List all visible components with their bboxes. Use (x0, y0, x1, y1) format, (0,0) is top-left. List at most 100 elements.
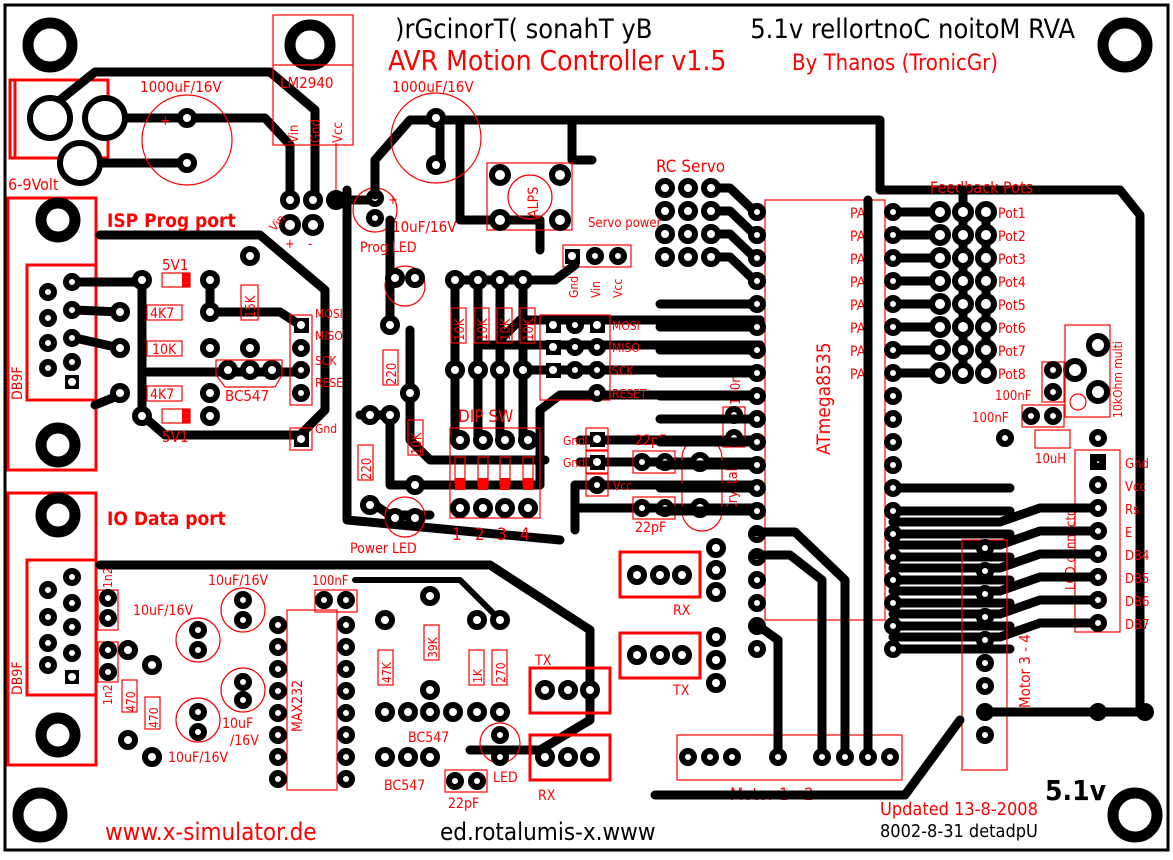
pot-pin (975, 362, 997, 384)
mcu-pin (748, 571, 766, 589)
svg-text:10uF: 10uF (222, 716, 253, 732)
dip-switch[interactable] (449, 427, 541, 519)
copper-trace (888, 595, 1097, 619)
svg-text:22pF: 22pF (448, 796, 479, 812)
rx-header (528, 733, 612, 782)
mcu-pin (748, 318, 766, 336)
motor12-pin (836, 748, 854, 766)
svg-text:10K: 10K (476, 318, 491, 341)
svg-text:270: 270 (494, 662, 508, 683)
mcu-pin (748, 364, 766, 382)
pot-pin (929, 362, 951, 384)
pot-pin (929, 316, 951, 338)
mcu-pin (884, 203, 902, 221)
motor-trace (752, 527, 850, 762)
mirrored-title: 5.1v rellortnoC noitoM RVA (750, 14, 1075, 45)
motor34-pin (976, 585, 994, 603)
mcu-pin (884, 456, 902, 474)
motor12-pin (679, 748, 697, 766)
mcu-pin (884, 479, 902, 497)
svg-text:Pot8: Pot8 (998, 367, 1026, 383)
servo-pin (655, 247, 675, 267)
svg-text:10uF/16V: 10uF/16V (133, 603, 194, 619)
motor34-label: Motor 3 - 4 (1016, 634, 1034, 708)
copper-trace (888, 526, 1097, 550)
power-led-outline (384, 496, 426, 538)
website-mirrored: ed.rotalumis-x.www (440, 818, 655, 846)
mcu-pin (884, 594, 902, 612)
svg-text:4K7: 4K7 (150, 387, 174, 403)
mounting-hole (22, 17, 78, 73)
pot-pin (929, 339, 951, 361)
pot-pin (975, 270, 997, 292)
pot-pin (952, 339, 974, 361)
copper-trace (888, 572, 1097, 596)
prog-led-outline (384, 265, 426, 307)
mcu-pin (884, 502, 902, 520)
svg-text:100nF: 100nF (972, 411, 1009, 426)
svg-text:15K: 15K (244, 295, 259, 318)
version-mirrored: 5.1v (1045, 774, 1107, 807)
pot-pin (952, 316, 974, 338)
mcu-pin (884, 410, 902, 428)
svg-text:Rs: Rs (1125, 503, 1139, 518)
lcd-pin (1089, 591, 1107, 609)
svg-text:DB7: DB7 (1125, 618, 1149, 633)
mcu-pin (884, 640, 902, 658)
mcu-pin (884, 341, 902, 359)
power-input-label: 6-9Volt (8, 175, 59, 194)
svg-text:MISO: MISO (612, 341, 640, 355)
isp-title: ISP Prog port (107, 210, 236, 232)
max232-pin (269, 616, 287, 634)
power-led-label: Power LED (350, 541, 417, 557)
motor34-pin (976, 654, 994, 672)
isp-db9-body (25, 263, 98, 402)
svg-text:MISO: MISO (315, 329, 343, 343)
feedback-pots-header (929, 185, 997, 384)
isp-db9-hole (35, 197, 81, 243)
bulk-cap-outline (141, 94, 233, 186)
trimmer-label: 10kOhm multi (1111, 341, 1125, 418)
mcu-pin (884, 525, 902, 543)
max232-pin (337, 748, 355, 766)
lcd-pin (1091, 455, 1105, 469)
svg-text:Vcc: Vcc (611, 279, 625, 298)
mcu-pin (884, 249, 902, 267)
svg-text:Vin: Vin (589, 281, 603, 298)
max232-pin (269, 682, 287, 700)
pot-pin (975, 316, 997, 338)
pot-pin (929, 224, 951, 246)
tx-header (528, 666, 612, 715)
mounting-hole (12, 787, 68, 843)
pot-pin (975, 339, 997, 361)
motor-trace (752, 550, 827, 762)
mcu-pin (748, 295, 766, 313)
board-title: AVR Motion Controller v1.5 (388, 44, 726, 77)
svg-text:+: + (388, 193, 398, 208)
motor34-pin (976, 631, 994, 649)
power-jack-pin (27, 95, 73, 141)
max232-pin (337, 638, 355, 656)
max232-pin (337, 726, 355, 744)
svg-text:Pot7: Pot7 (998, 344, 1026, 360)
servo-signal-pin (748, 203, 766, 221)
lcd-pin (1089, 614, 1107, 632)
svg-text:470: 470 (147, 707, 161, 728)
mcu-pin (884, 364, 902, 382)
svg-text:+: + (285, 237, 295, 252)
svg-text:3: 3 (497, 525, 507, 545)
svg-text:Vcc: Vcc (331, 122, 346, 143)
pot-pin (952, 247, 974, 269)
feedback-pots-label: Feedback Pots (930, 178, 1033, 197)
svg-text:RX: RX (673, 603, 691, 619)
motor12-pin (859, 748, 877, 766)
dip-switch-toggles[interactable] (454, 456, 534, 490)
io-title: IO Data port (107, 508, 226, 530)
lcd-connector-outline (1074, 449, 1121, 633)
max232-pin (269, 660, 287, 678)
svg-text:Pot1: Pot1 (998, 206, 1026, 222)
svg-text:10K: 10K (410, 432, 425, 455)
svg-text:220: 220 (360, 458, 375, 480)
max232-pin (337, 660, 355, 678)
isp-db9-label: DB9F (10, 366, 26, 400)
